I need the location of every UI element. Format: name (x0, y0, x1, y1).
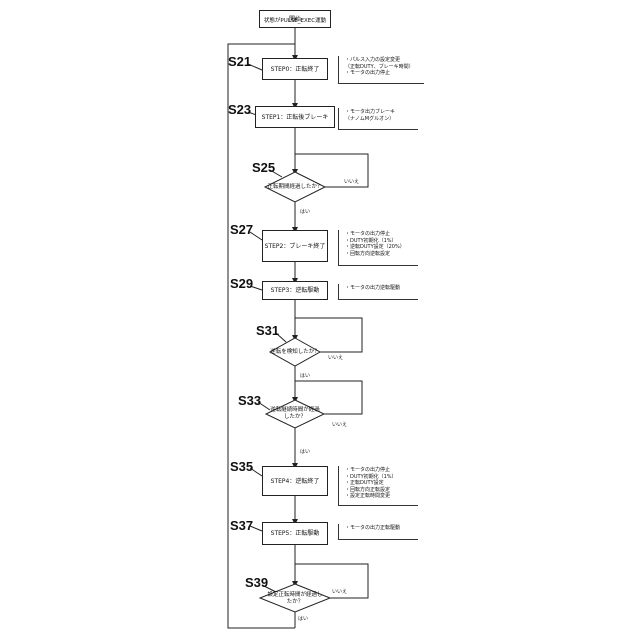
step-label-s39: S39 (245, 575, 268, 590)
step-label-s31: S31 (256, 323, 279, 338)
yes-label-s33: はい (300, 448, 310, 455)
note-s23: ・モータ出力ブレーキ （ナノムMグルオン） (338, 108, 418, 130)
step-box-s37: STEP5：正転駆動 (262, 522, 328, 545)
note-s35: ・モータの出力停止 ・DUTY初期化（1%） ・正転DUTY設定 ・回転方向正転… (338, 466, 418, 506)
yes-label-s25: はい (300, 208, 310, 215)
step-label-s23: S23 (228, 102, 251, 117)
step-box-s29: STEP3：逆転駆動 (262, 281, 328, 300)
step-box-s35: STEP4：逆転終了 (262, 466, 328, 496)
note-s37: ・モータの出力正転駆動 (338, 524, 418, 540)
step-label-s33: S33 (238, 393, 261, 408)
start-line2: 状態がPULSE_EXEC運動 (259, 18, 331, 25)
step-box-s27: STEP2：ブレーキ終了 (262, 230, 328, 262)
decision-text-s39: 設定正転時間が経過したか？ (266, 592, 324, 605)
step-label-s37: S37 (230, 518, 253, 533)
no-label-s31: いいえ (328, 354, 343, 361)
step-box-s23: STEP1：正転後ブレーキ (255, 106, 335, 128)
decision-text-s25: 正転期間経過したか？ (262, 184, 328, 191)
step-box-s21: STEP0：正転終了 (262, 58, 328, 80)
yes-label-s39: はい (298, 615, 308, 622)
step-label-s25: S25 (252, 160, 275, 175)
no-label-s39: いいえ (332, 588, 347, 595)
decision-text-s31: 逆転を検知したか？ (268, 349, 322, 356)
note-s29: ・モータの出力逆転駆動 (338, 284, 418, 300)
no-label-s33: いいえ (332, 421, 347, 428)
decision-text-s33: 逆転継続時間が経過したか？ (270, 407, 320, 420)
step-label-s27: S27 (230, 222, 253, 237)
step-label-s21: S21 (228, 54, 251, 69)
yes-label-s31: はい (300, 372, 310, 379)
step-label-s29: S29 (230, 276, 253, 291)
note-s27: ・モータの出力停止 ・DUTY初期化（1%） ・逆転DUTY設定（20%） ・回… (338, 230, 418, 266)
note-s21: ・パルス入力の設定変更 （正転DUTY、ブレーキ時間） ・モータの出力停止 (338, 56, 424, 84)
no-label-s25: いいえ (344, 178, 359, 185)
step-label-s35: S35 (230, 459, 253, 474)
